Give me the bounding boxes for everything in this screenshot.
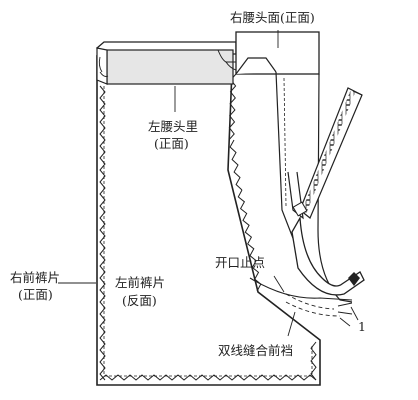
left-waistband-lining	[96, 41, 237, 85]
label-left-waistband-lining-side: (正面)	[154, 136, 189, 151]
label-opening-stop-point: 开口止点	[215, 255, 265, 270]
pinked-edge-zigzag	[310, 341, 317, 381]
label-right-waistband-face: 右腰头面(正面)	[230, 10, 315, 25]
label-left-front-piece: 左前裤片	[115, 275, 165, 290]
left-front-piece-outline	[96, 55, 321, 386]
right-waistband-face	[235, 31, 320, 75]
label-double-stitch-front-crotch: 双线缝合前裆	[218, 343, 293, 358]
front-crotch-seam	[249, 277, 353, 327]
label-left-front-piece-side: (反面)	[122, 293, 157, 308]
inner-stitch-line	[103, 86, 313, 377]
pinked-edge-zigzag	[237, 189, 262, 292]
zipper-icon	[287, 87, 363, 220]
fly-piece	[291, 215, 365, 296]
pinked-edge-zigzag	[99, 374, 317, 381]
pinked-edge-zigzag	[229, 139, 243, 191]
label-left-waistband-lining: 左腰头里	[148, 119, 198, 134]
label-right-front-piece: 右前裤片	[10, 270, 60, 285]
leader-lines	[58, 30, 359, 337]
pinked-edge-zigzag	[228, 73, 237, 141]
label-right-front-piece-side: (正面)	[18, 287, 53, 302]
marker-number: 1	[358, 319, 366, 334]
